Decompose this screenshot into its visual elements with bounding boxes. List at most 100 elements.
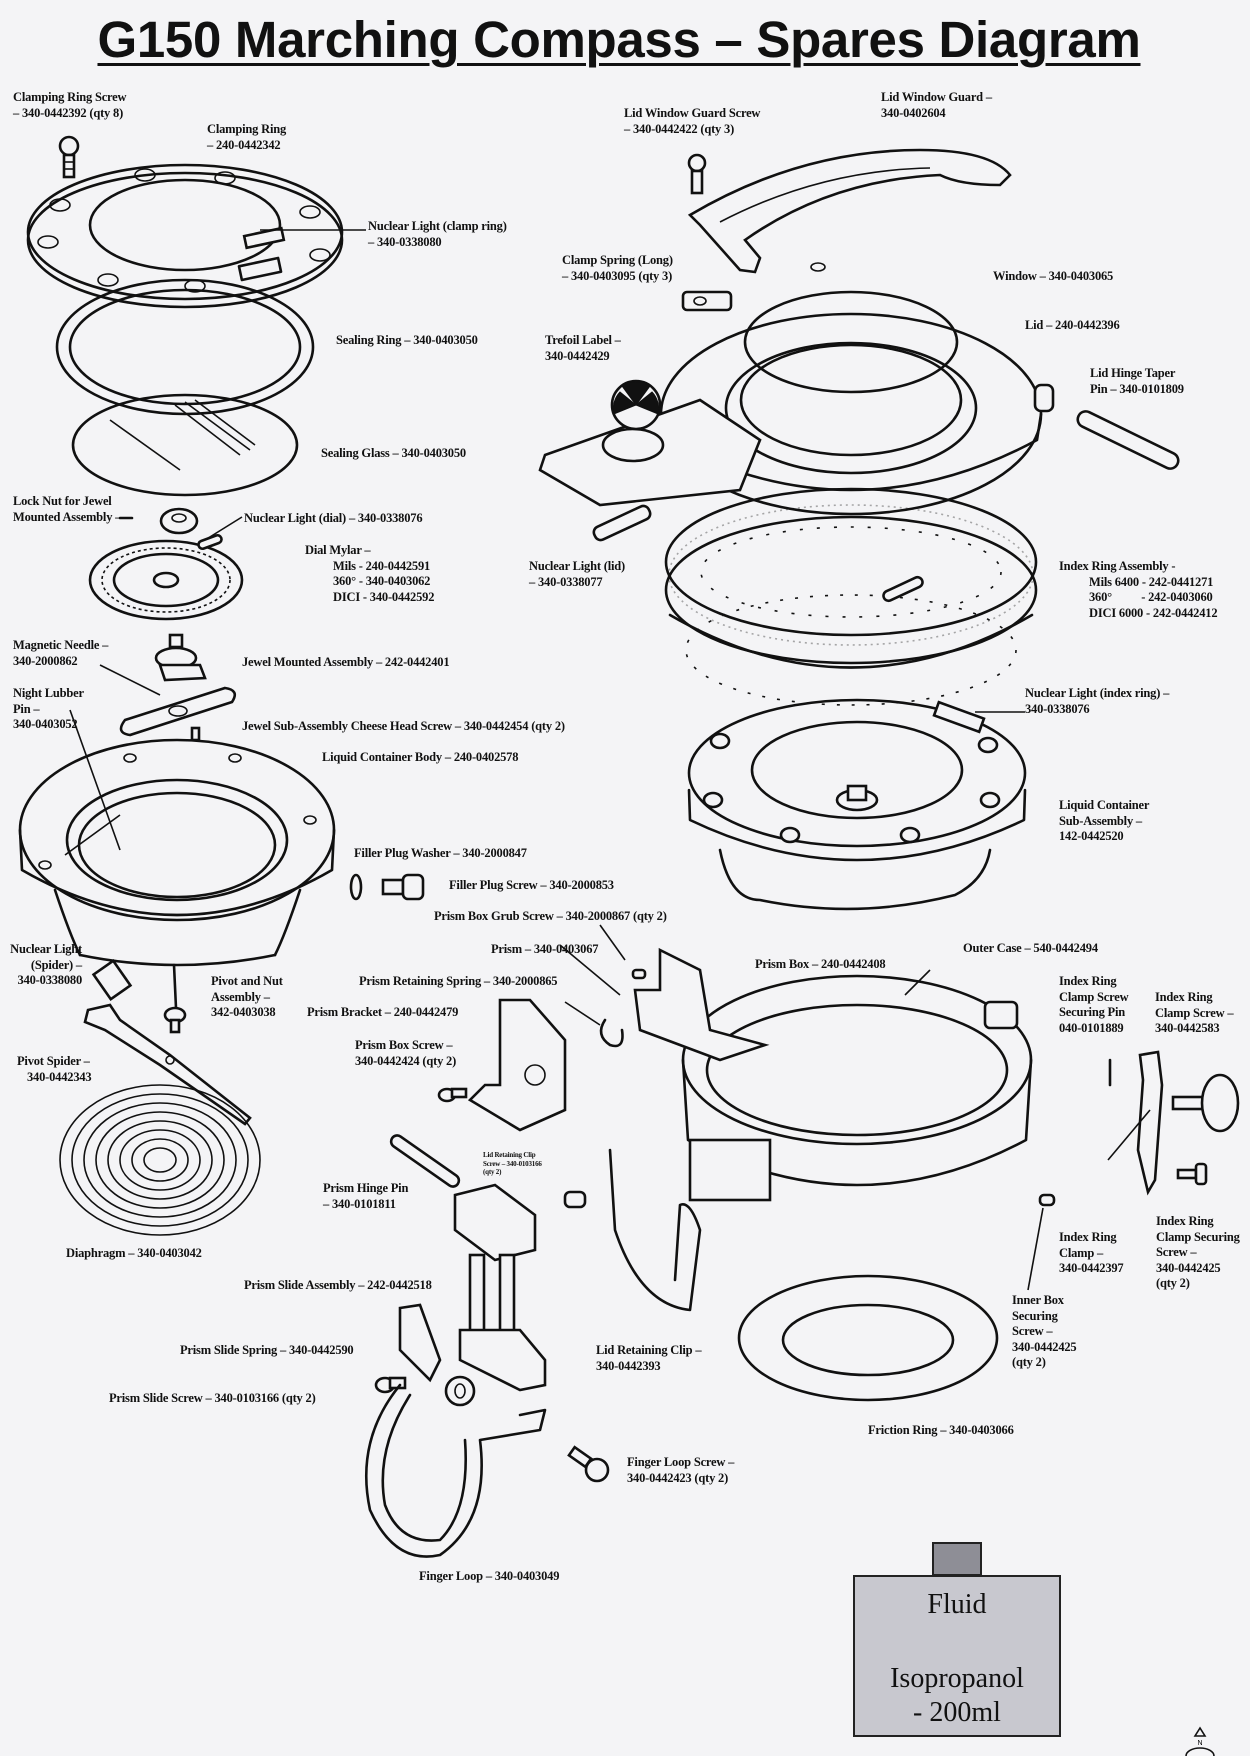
label-line: (qty 2): [483, 1168, 502, 1176]
label-line: Prism Box Screw –: [355, 1038, 453, 1052]
prism-slide-screw-drawing: [374, 1376, 407, 1394]
clamping-ring-screw-drawing: [58, 135, 80, 179]
label-prism: Prism – 340-0403067: [491, 942, 599, 956]
magnetic-needle-drawing: [119, 686, 237, 737]
index-ring-clamp-securing-screw-drawing: [1176, 1162, 1208, 1186]
label-finger-loop-screw: Finger Loop Screw –340-0442423 (qty 2): [627, 1455, 734, 1486]
label-line: Index Ring: [1155, 990, 1213, 1004]
label-lid-retaining-clip: Lid Retaining Clip –340-0442393: [596, 1343, 702, 1374]
label-line: Nuclear Light (index ring) –: [1025, 686, 1170, 700]
label-clamp-spring: Clamp Spring (Long)– 340-0403095 (qty 3): [562, 253, 673, 284]
prism-box-drawing: [559, 924, 770, 1062]
label-nuclear-light-spider: Nuclear Light(Spider) –340-0338080: [2, 942, 82, 989]
lid-retaining-clip-screw-drawing: [563, 1190, 587, 1209]
label-line: Inner Box: [1012, 1293, 1064, 1307]
label-line: Pivot Spider –: [17, 1054, 90, 1068]
label-line: Clamp Screw –: [1155, 1005, 1234, 1020]
label-prism-box: Prism Box – 240-0442408: [755, 957, 886, 971]
label-line: Lid Retaining Clip: [483, 1151, 536, 1159]
label-line: – 340-0442422 (qty 3): [624, 121, 735, 136]
label-line: (qty 2): [1156, 1276, 1190, 1290]
label-prism-slide-spring: Prism Slide Spring – 340-0442590: [180, 1343, 354, 1357]
label-prism-hinge-pin: Prism Hinge Pin– 340-0101811: [323, 1181, 408, 1212]
liquid-container-body-drawing: [18, 738, 336, 967]
label-line: – 340-0338077: [529, 574, 603, 589]
jewel-mounted-assembly-drawing: [99, 633, 237, 742]
label-line: 340-0442425: [1156, 1260, 1221, 1275]
label-jewel-mounted-assembly: Jewel Mounted Assembly – 242-0442401: [242, 655, 450, 669]
label-line: 340-0338076: [1025, 701, 1090, 716]
label-prism-box-screw: Prism Box Screw –340-0442424 (qty 2): [355, 1038, 456, 1069]
prism-slide-assembly-drawing: [453, 1183, 547, 1392]
page-title: G150 Marching Compass – Spares Diagram: [97, 11, 1141, 68]
label-line: Magnetic Needle –: [13, 638, 109, 652]
label-lid-window-guard: Lid Window Guard –340-0402604: [881, 90, 992, 121]
label-line: Prism Hinge Pin: [323, 1181, 409, 1195]
label-line: Liquid Container: [1059, 798, 1150, 812]
label-prism-retaining-spring: Prism Retaining Spring – 340-2000865: [359, 974, 558, 988]
nuclear-light-spider-drawing: [91, 959, 133, 1001]
label-pivot-spider: Pivot Spider –340-0442343: [17, 1054, 92, 1085]
fluid-volume: - 200ml: [913, 1697, 1001, 1728]
label-line: 340-0442425: [1012, 1339, 1077, 1354]
label-line: Screw –: [1156, 1245, 1197, 1259]
label-prism-slide-screw: Prism Slide Screw – 340-0103166 (qty 2): [109, 1391, 316, 1405]
label-line: Clamp Screw: [1059, 989, 1129, 1004]
friction-ring-drawing: [737, 1274, 999, 1402]
label-nuclear-light-index-ring: Nuclear Light (index ring) –340-0338076: [1025, 686, 1169, 717]
label-window: Window – 340-0403065: [993, 269, 1114, 283]
label-line: DICI 6000 - 242-0442412: [1089, 605, 1218, 620]
index-ring-clamp-drawing: [1107, 1050, 1240, 1196]
lid-drawing: [538, 312, 1055, 516]
prism-hinge-pin-drawing: [389, 1134, 461, 1188]
label-line: – 240-0442342: [207, 137, 281, 152]
label-prism-slide-assembly: Prism Slide Assembly – 242-0442518: [244, 1278, 432, 1292]
lid-tab-plate: [538, 398, 762, 507]
trefoil-label-drawing: [610, 379, 662, 431]
label-line: 340-2000862: [13, 653, 78, 668]
outer-case-drawing: [681, 969, 1056, 1291]
label-line: Clamp Securing: [1156, 1229, 1240, 1244]
lid-hinge-taper-pin-drawing: [1076, 410, 1180, 470]
label-line: Pin –: [13, 701, 40, 716]
label-lid-window-guard-screw: Lid Window Guard Screw– 340-0442422 (qty…: [624, 106, 760, 137]
fluid-bottle-cap: [932, 1542, 982, 1576]
label-sealing-glass: Sealing Glass – 340-0403050: [321, 446, 466, 460]
label-line: 340-0442393: [596, 1358, 661, 1373]
label-line: Lid Retaining Clip –: [596, 1343, 702, 1357]
filler-plug-washer-drawing: [349, 873, 363, 901]
label-line: 340-0403052: [13, 717, 78, 731]
lock-nut-drawing: [159, 507, 199, 535]
label-filler-plug-screw: Filler Plug Screw – 340-2000853: [449, 878, 614, 892]
label-line: Index Ring: [1156, 1214, 1214, 1228]
label-line: Clamp Spring (Long): [562, 253, 673, 267]
label-line: Sub-Assembly –: [1059, 813, 1142, 828]
label-line: Index Ring Assembly -: [1059, 559, 1176, 573]
label-line: Index Ring: [1059, 974, 1117, 988]
label-line: 340-0338080: [17, 973, 83, 987]
label-line: DICI - 340-0442592: [333, 589, 435, 604]
clamping-ring-drawing: [26, 163, 366, 309]
prism-drawing: [631, 968, 647, 980]
window-drawing: [743, 290, 959, 394]
label-line: 360° - 340-0403062: [333, 574, 431, 588]
label-line: 040-0101889: [1059, 1020, 1124, 1035]
sealing-glass-drawing: [71, 393, 299, 497]
label-magnetic-needle: Magnetic Needle –340-2000862: [13, 638, 108, 669]
prism-retaining-spring-drawing: [564, 1001, 624, 1048]
label-line: Lid Window Guard –: [881, 90, 992, 104]
label-line: Nuclear Light (clamp ring): [368, 219, 507, 233]
label-line: Lock Nut for Jewel: [13, 494, 112, 508]
label-line: Mils - 240-0442591: [333, 558, 431, 573]
lid-retaining-clip-drawing: [563, 1148, 702, 1312]
compass-dial-drawing: [88, 507, 244, 621]
label-line: Mounted Assembly —: [13, 509, 128, 524]
label-prism-box-grub-screw: Prism Box Grub Screw – 340-2000867 (qty …: [434, 909, 667, 923]
label-line: 142-0442520: [1059, 829, 1124, 843]
